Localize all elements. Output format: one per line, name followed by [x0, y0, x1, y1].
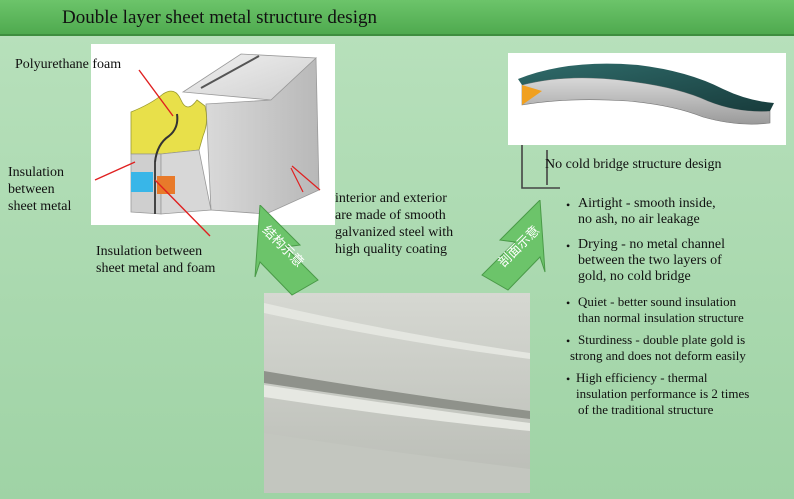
feature-efficiency-line1: High efficiency - thermal: [576, 370, 708, 385]
corner-highlight: [522, 85, 542, 105]
label-insulation-line3: sheet metal: [8, 199, 72, 214]
label-insulation-line2: between: [8, 182, 55, 197]
feature-drying-line2: between the two layers of: [578, 253, 722, 268]
label-cold-bridge: No cold bridge structure design: [545, 157, 722, 172]
label-galv-line3: galvanized steel with: [335, 225, 454, 240]
bullet-dot: •: [566, 296, 571, 310]
label-foam-line2: sheet metal and foam: [96, 261, 216, 276]
page-title: Double layer sheet metal structure desig…: [62, 7, 377, 28]
feature-drying-line1: Drying - no metal channel: [578, 237, 725, 252]
feature-sturdiness-line1: Sturdiness - double plate gold is: [578, 332, 746, 347]
right-arrow-icon: [481, 200, 546, 291]
feature-airtight-line1: Airtight - smooth inside,: [578, 196, 716, 211]
bullet-dot: •: [566, 198, 571, 212]
feature-quiet-line2: than normal insulation structure: [578, 310, 744, 325]
feature-quiet-line1: Quiet - better sound insulation: [578, 294, 737, 309]
label-insulation-line1: Insulation: [8, 165, 64, 180]
bullet-dot: •: [566, 334, 571, 348]
label-polyurethane: Polyurethane foam: [15, 57, 122, 72]
label-galv-line2: are made of smooth: [335, 208, 446, 223]
feature-efficiency-line3: of the traditional structure: [578, 402, 714, 417]
bullet-dot: •: [566, 372, 571, 386]
blue-insulation: [131, 172, 153, 192]
panel-section-drawing: [518, 63, 774, 125]
feature-efficiency-line2: insulation performance is 2 times: [576, 386, 750, 401]
title-bar: Double layer sheet metal structure desig…: [0, 0, 794, 36]
left-arrow-icon: [254, 205, 319, 296]
label-galv-line1: interior and exterior: [335, 191, 447, 206]
label-galv-line4: high quality coating: [335, 242, 447, 257]
panel-photo: [264, 293, 530, 493]
feature-sturdiness-line2: strong and does not deform easily: [570, 348, 746, 363]
bullet-dot: •: [566, 239, 571, 253]
label-foam-line1: Insulation between: [96, 244, 203, 259]
cross-section-illustration: [508, 53, 786, 145]
feature-drying-line3: gold, no cold bridge: [578, 269, 691, 284]
feature-airtight-line2: no ash, no air leakage: [578, 212, 700, 227]
orange-insulation: [157, 176, 175, 194]
